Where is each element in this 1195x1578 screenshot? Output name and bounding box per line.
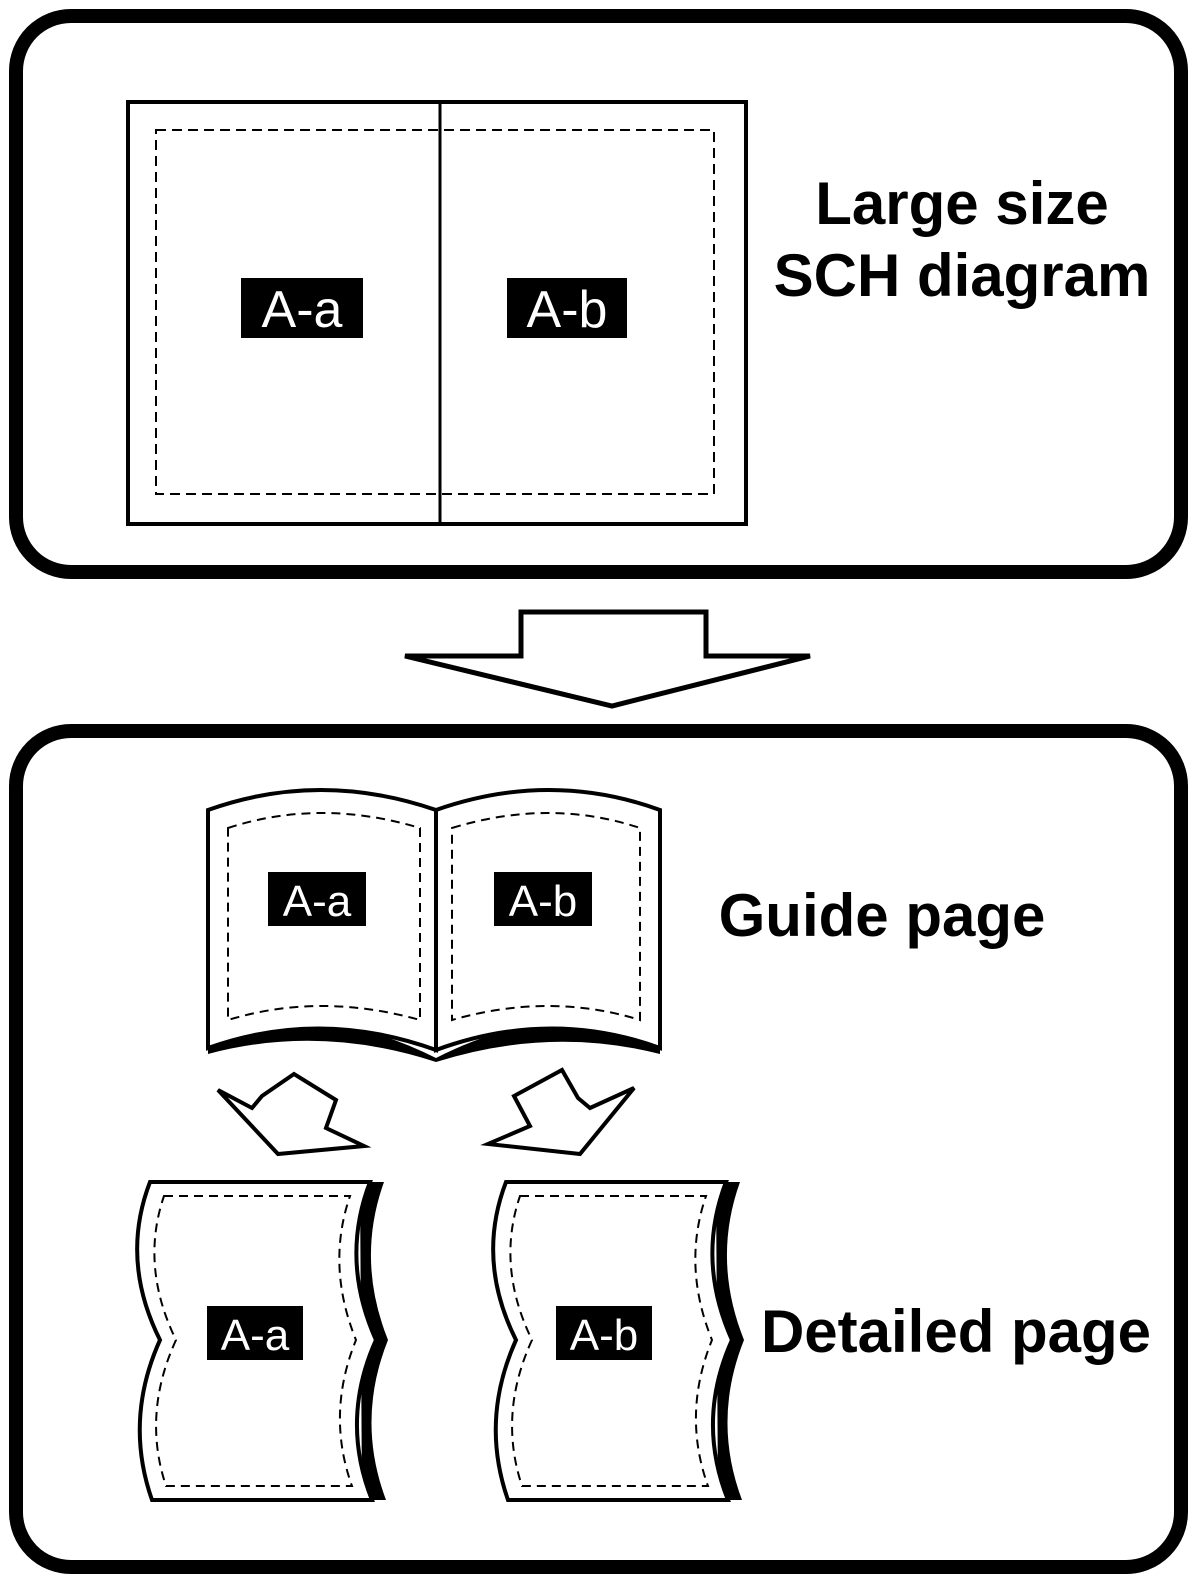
top-title-line1: Large size — [815, 170, 1108, 237]
guide-page-label: Guide page — [719, 882, 1046, 949]
sheet-right-tag: A-b — [507, 278, 627, 339]
sheet-left-tag: A-a — [241, 278, 363, 339]
guide-right-tag: A-b — [494, 872, 592, 926]
detailed-page-label: Detailed page — [761, 1298, 1151, 1365]
sheet-left-tag-text: A-a — [262, 281, 343, 339]
down-arrow-icon — [404, 609, 811, 709]
top-title-line2: SCH diagram — [774, 242, 1151, 309]
detail-right-tag-text: A-b — [570, 1311, 638, 1360]
large-sheet — [126, 100, 748, 526]
guide-right-tag-text: A-b — [509, 877, 577, 926]
right-small-arrow-icon — [480, 1067, 636, 1157]
left-small-arrow-icon — [216, 1071, 372, 1157]
detail-left-tag-text: A-a — [221, 1311, 290, 1360]
detail-left-tag: A-a — [207, 1306, 303, 1360]
sheet-right-tag-text: A-b — [527, 281, 608, 339]
detail-right-tag: A-b — [556, 1306, 652, 1360]
guide-left-tag: A-a — [268, 872, 366, 926]
sheet-dashed-border — [155, 129, 715, 495]
guide-left-tag-text: A-a — [283, 877, 352, 926]
